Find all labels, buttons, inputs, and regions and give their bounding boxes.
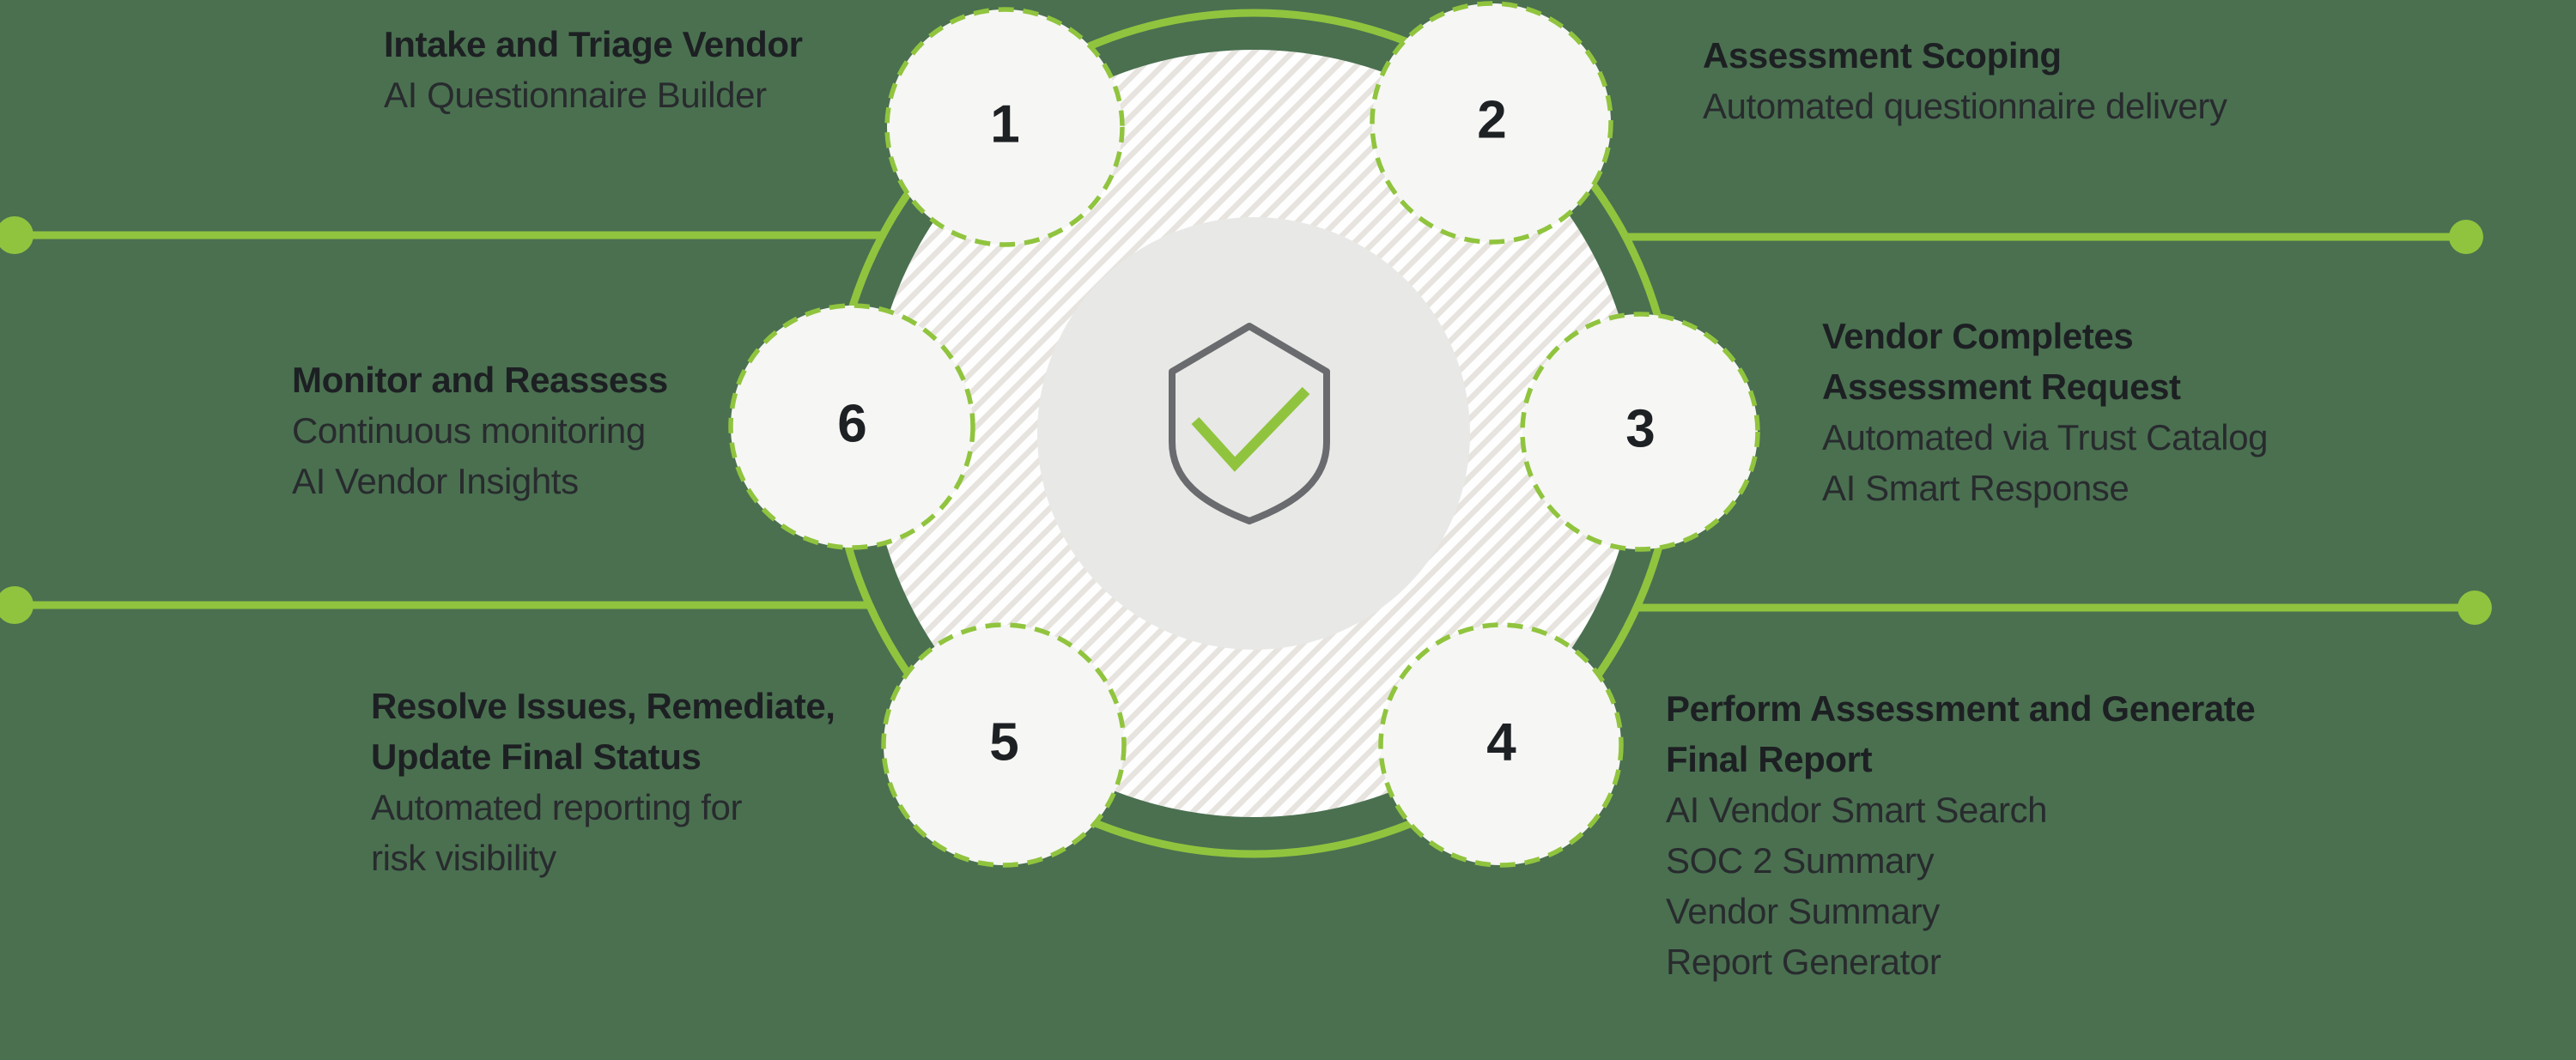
step-6-desc-line: Continuous monitoring: [292, 410, 646, 451]
endpoint-dot-top-left: [0, 216, 33, 254]
step-3-title-line: Vendor Completes: [1822, 316, 2134, 356]
step-6-circle: [728, 303, 975, 550]
shield-outline: [1169, 323, 1330, 524]
step-1-title-line: Intake and Triage Vendor: [384, 24, 803, 64]
step-3-circle: [1520, 312, 1760, 552]
endpoint-dot-bottom-right: [2458, 591, 2492, 625]
step-4-desc-line: Vendor Summary: [1666, 891, 1940, 931]
step-2-circle: [1370, 1, 1613, 245]
center-disc: [1037, 217, 1470, 650]
checkmark-icon: [1191, 386, 1310, 472]
step-5-desc-line: risk visibility: [371, 838, 556, 878]
step-6-desc-line: AI Vendor Insights: [292, 461, 579, 501]
step-5-desc-line: Automated reporting for: [371, 787, 743, 827]
step-1-number: 1: [990, 94, 1019, 154]
step-1-circle: [884, 7, 1125, 247]
endpoint-dot-top-right: [2449, 220, 2483, 254]
step-6-number: 6: [837, 394, 866, 454]
step-6-label: Monitor and Reassess Continuous monitori…: [292, 354, 668, 506]
step-4-desc-line: SOC 2 Summary: [1666, 840, 1935, 881]
step-2-label: Assessment Scoping Automated questionnai…: [1703, 30, 2227, 131]
step-5-title-line: Update Final Status: [371, 736, 702, 777]
step-5-circle: [881, 622, 1127, 868]
step-4-title-line: Final Report: [1666, 739, 1873, 779]
step-2-desc-line: Automated questionnaire delivery: [1703, 86, 2227, 126]
step-1-label: Intake and Triage Vendor AI Questionnair…: [384, 19, 803, 120]
step-4-circle: [1378, 622, 1624, 868]
step-3-number: 3: [1625, 399, 1655, 459]
step-3-title-line: Assessment Request: [1822, 366, 2181, 407]
step-4-number: 4: [1486, 712, 1516, 772]
step-4-desc-line: AI Vendor Smart Search: [1666, 790, 2048, 830]
step-2-number: 2: [1477, 90, 1506, 150]
endpoint-dot-bottom-left: [0, 586, 33, 624]
step-5-title-line: Resolve Issues, Remediate,: [371, 686, 835, 726]
step-3-desc-line: AI Smart Response: [1822, 468, 2129, 508]
step-4-desc-line: Report Generator: [1666, 942, 1941, 982]
step-5-number: 5: [989, 712, 1018, 772]
step-1-desc-line: AI Questionnaire Builder: [384, 75, 767, 115]
step-3-label: Vendor Completes Assessment Request Auto…: [1822, 311, 2269, 513]
step-5-label: Resolve Issues, Remediate, Update Final …: [371, 681, 835, 883]
step-2-title-line: Assessment Scoping: [1703, 35, 2062, 76]
shield-checkmark-icon: [1169, 323, 1330, 524]
step-4-label: Perform Assessment and Generate Final Re…: [1666, 683, 2256, 987]
step-4-title-line: Perform Assessment and Generate: [1666, 688, 2256, 729]
step-3-desc-line: Automated via Trust Catalog: [1822, 417, 2269, 457]
step-6-title-line: Monitor and Reassess: [292, 360, 668, 400]
